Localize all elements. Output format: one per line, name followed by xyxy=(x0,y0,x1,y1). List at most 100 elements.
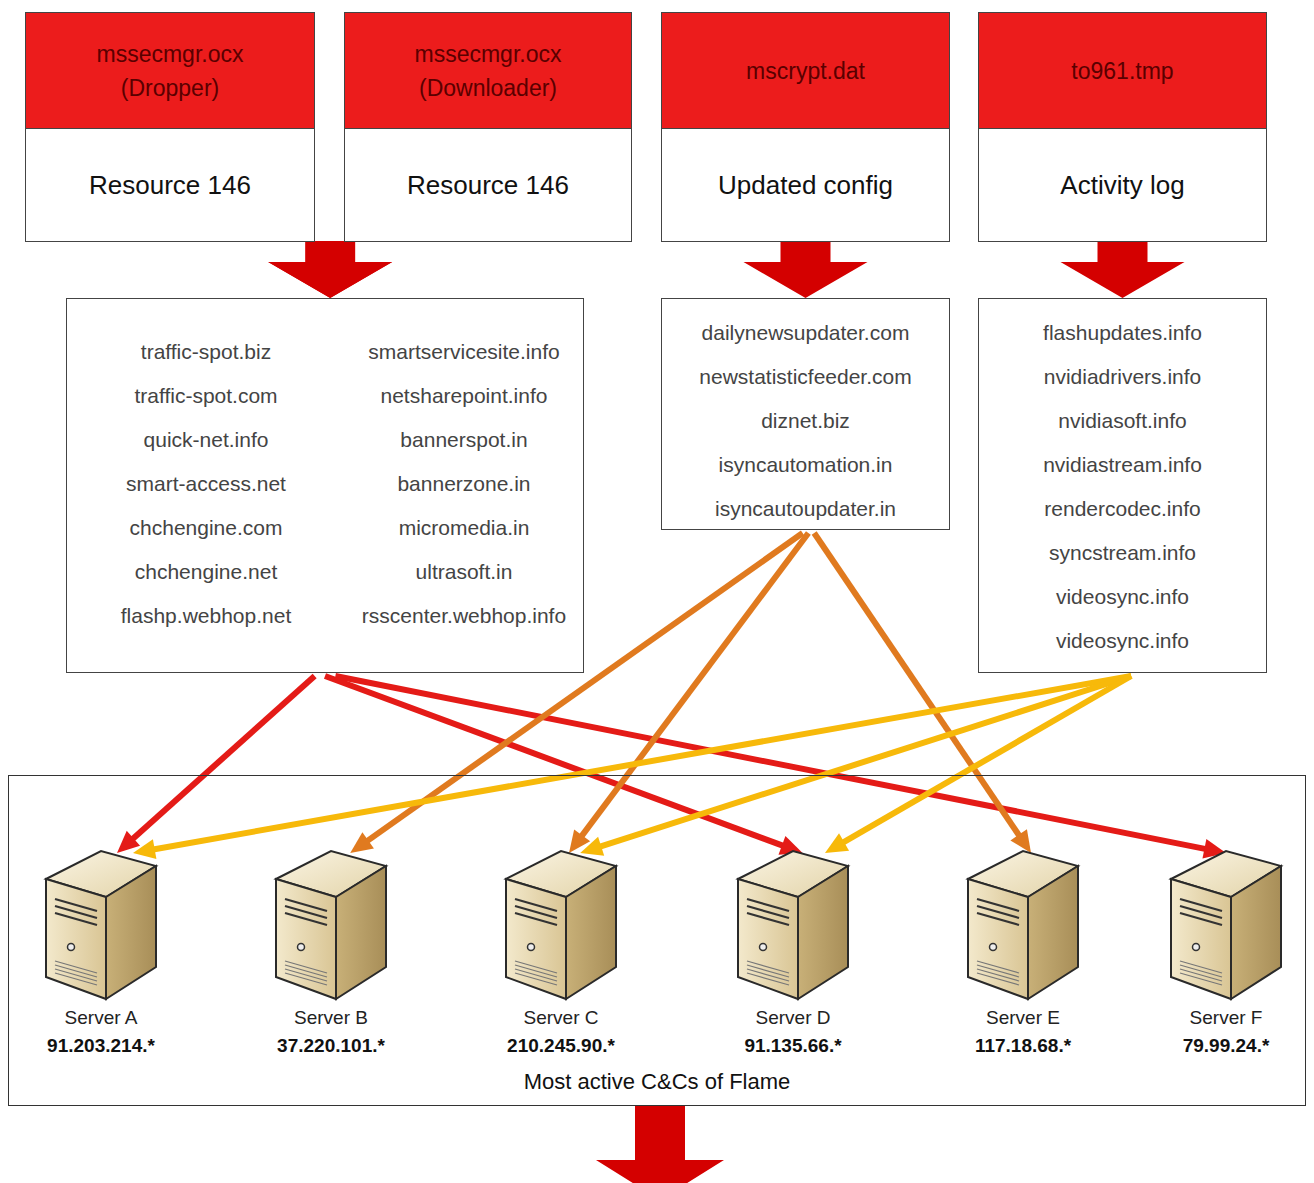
server-front xyxy=(1171,879,1231,999)
power-button xyxy=(298,944,305,951)
server-icon xyxy=(271,849,391,1001)
ip-address: 91.135.66.* xyxy=(713,1035,873,1057)
server-icon xyxy=(41,849,161,1001)
arrow-connector xyxy=(569,533,808,853)
server-name: Server C xyxy=(481,1007,641,1029)
drive-slot xyxy=(747,913,789,925)
file-body: Activity log xyxy=(979,129,1266,242)
arrow-connector xyxy=(580,676,1131,856)
server-group: Most active C&Cs of Flame Server A91.203.… xyxy=(8,775,1306,1106)
server-side xyxy=(798,866,848,999)
file-header: mscrypt.dat xyxy=(662,13,949,129)
domain-name: syncstream.info xyxy=(979,531,1266,575)
drive-slot xyxy=(285,913,327,925)
domain-name: rsscenter.webhop.info xyxy=(345,594,583,638)
resource-label: Updated config xyxy=(718,170,893,201)
drive-slot xyxy=(1180,913,1222,925)
connector-line xyxy=(597,676,1131,848)
block-arrow xyxy=(1061,241,1185,298)
file-header: mssecmgr.ocx (Downloader) xyxy=(345,13,631,129)
drive-slot xyxy=(1180,899,1222,911)
vent-line xyxy=(55,973,97,985)
vent-line xyxy=(977,973,1019,985)
server-side xyxy=(1028,866,1078,999)
server: Server F 79.99.24.* xyxy=(1146,849,1306,1057)
domain-name: bannerzone.in xyxy=(345,462,583,506)
power-button xyxy=(990,944,997,951)
domain-list: dailynewsupdater.comnewstatisticfeeder.c… xyxy=(661,298,950,530)
server-icon xyxy=(733,849,853,1001)
server-front xyxy=(46,879,106,999)
server: Server E117.18.68.* xyxy=(943,849,1103,1057)
server-icon xyxy=(1166,849,1286,1001)
arrow-head xyxy=(133,839,156,859)
domain-name: netsharepoint.info xyxy=(345,374,583,418)
file-box: mssecmgr.ocx (Downloader) Resource 146 xyxy=(344,12,632,242)
arrow-head xyxy=(117,831,140,853)
drive-slot xyxy=(515,906,557,918)
block-arrow-shape xyxy=(268,241,392,298)
server-name: Server F xyxy=(1146,1007,1306,1029)
resource-label: Resource 146 xyxy=(89,170,251,201)
arrow-head xyxy=(580,837,604,856)
domain-name: traffic-spot.com xyxy=(67,374,345,418)
file-box: to961.tmpActivity log xyxy=(978,12,1267,242)
domain-name: videosync.info xyxy=(979,575,1266,619)
file-body: Resource 146 xyxy=(26,129,314,242)
resource-label: Resource 146 xyxy=(407,170,569,201)
server-icon xyxy=(963,849,1083,1001)
file-name: mssecmgr.ocx (Downloader) xyxy=(401,37,576,105)
connector-line xyxy=(840,676,1131,844)
connector-line xyxy=(130,676,315,841)
server: Server A91.203.214.* xyxy=(21,849,181,1057)
file-box: mssecmgr.ocx (Dropper)Resource 146 xyxy=(25,12,315,242)
ip-address: 91.203.214.* xyxy=(21,1035,181,1057)
server-name: Server D xyxy=(713,1007,873,1029)
block-arrow-shape xyxy=(744,241,868,298)
ip-address: 210.245.90.* xyxy=(481,1035,641,1057)
arrow-head xyxy=(350,832,374,853)
server-front xyxy=(968,879,1028,999)
drive-slot xyxy=(747,906,789,918)
domain-name: smartservicesite.info xyxy=(345,330,583,374)
server-front xyxy=(506,879,566,999)
domain-name: videosync.info xyxy=(979,619,1266,663)
block-arrow xyxy=(268,241,392,298)
vent-line xyxy=(285,973,327,985)
server-side xyxy=(336,866,386,999)
drive-slot xyxy=(515,899,557,911)
drive-slot xyxy=(285,899,327,911)
vent-line xyxy=(747,973,789,985)
ip-address: 79.99.24.* xyxy=(1146,1035,1306,1057)
drive-slot xyxy=(55,913,97,925)
server: Server C 210.245.90.* xyxy=(481,849,641,1057)
drive-slot xyxy=(55,906,97,918)
power-button xyxy=(760,944,767,951)
domain-name: flashupdates.info xyxy=(979,311,1266,355)
block-arrow-shape xyxy=(1061,241,1185,298)
arrow-connector xyxy=(825,676,1131,853)
server-front xyxy=(276,879,336,999)
vent-line xyxy=(515,973,557,985)
domain-name: nvidiastream.info xyxy=(979,443,1266,487)
server-side xyxy=(1231,866,1281,999)
resource-label: Activity log xyxy=(1060,170,1184,201)
domain-name: flashp.webhop.net xyxy=(67,594,345,638)
domain-name: rendercodec.info xyxy=(979,487,1266,531)
file-body: Updated config xyxy=(662,129,949,242)
domain-list: flashupdates.infonvidiadrivers.infonvidi… xyxy=(978,298,1267,673)
server: Server B37.220.101.* xyxy=(251,849,411,1057)
block-arrow-shape xyxy=(268,241,392,298)
domain-name: dailynewsupdater.com xyxy=(662,311,949,355)
block-arrow xyxy=(268,241,392,298)
group-title: Most active C&Cs of Flame xyxy=(9,1069,1305,1095)
drive-slot xyxy=(977,913,1019,925)
vent-line xyxy=(1180,973,1222,985)
domain-name: isyncautomation.in xyxy=(662,443,949,487)
domain-name: micromedia.in xyxy=(345,506,583,550)
connector-line xyxy=(150,676,1131,850)
file-name: to961.tmp xyxy=(1071,54,1173,88)
power-button xyxy=(1193,944,1200,951)
domain-name: chchengine.net xyxy=(67,550,345,594)
connector-line xyxy=(335,676,1208,850)
